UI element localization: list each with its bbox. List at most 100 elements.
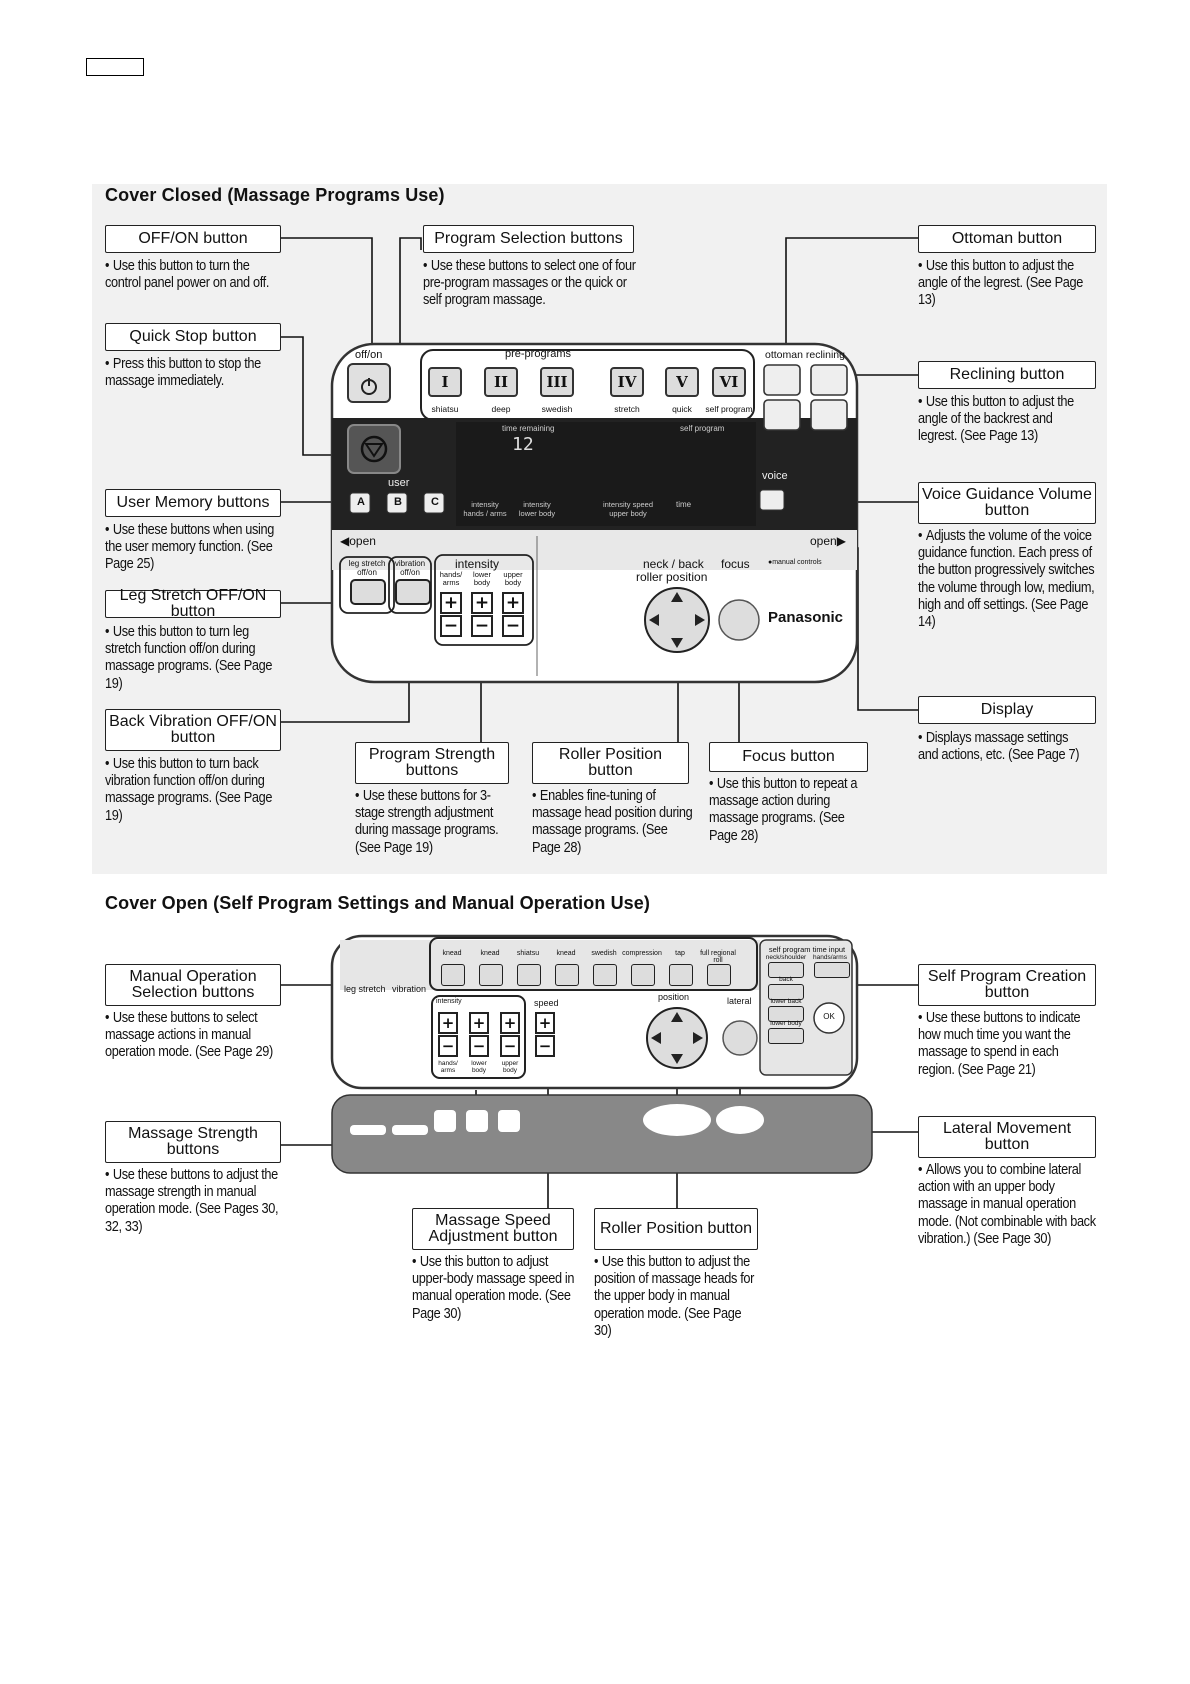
program-button-4[interactable]: IV bbox=[610, 367, 644, 397]
ottoman-description-text: Use this button to adjust the angle of t… bbox=[918, 258, 1084, 309]
manual-action-button-2[interactable] bbox=[479, 964, 503, 986]
strength-1-up-button[interactable]: + bbox=[438, 1012, 458, 1034]
bullet: • bbox=[105, 756, 110, 772]
leg-stretch-panel-label: leg stretch off/on bbox=[348, 559, 386, 577]
program-button-6[interactable]: VI bbox=[712, 367, 746, 397]
lateral-callout-label: Lateral Movement button bbox=[918, 1116, 1096, 1158]
speed-callout-label: Massage Speed Adjustment button bbox=[412, 1208, 574, 1250]
intensity-sublabel-hands_arms: hands/ arms bbox=[439, 570, 463, 587]
time-value: 12 bbox=[512, 434, 534, 455]
legstretch-callout-label: Leg Stretch OFF/ON button bbox=[105, 588, 281, 620]
leg-stretch-open-label: leg stretch bbox=[344, 984, 386, 994]
manualop-callout-label: Manual Operation Selection buttons bbox=[105, 964, 281, 1006]
manual-action-label-7: tap bbox=[675, 950, 685, 957]
reclining-description-text: Use this button to adjust the angle of t… bbox=[918, 394, 1074, 445]
focus-callout-description: •Use this button to repeat a massage act… bbox=[709, 776, 874, 845]
manual-action-button-1[interactable] bbox=[441, 964, 465, 986]
bullet: • bbox=[105, 522, 110, 538]
display-description-text: Displays massage settings and actions, e… bbox=[918, 730, 1080, 764]
self-program-label: self program bbox=[680, 424, 725, 433]
position-open-label: position bbox=[658, 992, 690, 1002]
ottoman-callout-description: •Use this button to adjust the angle of … bbox=[918, 258, 1088, 310]
intensity-panel-label: intensity bbox=[455, 557, 500, 571]
program-button-2[interactable]: II bbox=[484, 367, 518, 397]
bullet: • bbox=[105, 1167, 110, 1183]
intensity-down-lower_body-button[interactable]: − bbox=[471, 615, 493, 637]
cover-open-title: Cover Open (Self Program Settings and Ma… bbox=[105, 893, 650, 913]
strength-3-down-button[interactable]: − bbox=[500, 1035, 520, 1057]
strength-3-up-button[interactable]: + bbox=[500, 1012, 520, 1034]
selfprog-callout-description: •Use these buttons to indicate how much … bbox=[918, 1010, 1098, 1079]
intensity-up-hands_arms-button[interactable]: + bbox=[440, 592, 462, 614]
bullet: • bbox=[412, 1254, 417, 1270]
focus-callout-label: Focus button bbox=[709, 742, 868, 772]
self-program-label-lower_back: lower back bbox=[770, 998, 802, 1005]
program-callout-description: •Use these buttons to select one of four… bbox=[423, 258, 643, 310]
manual-action-button-6[interactable] bbox=[631, 964, 655, 986]
bullet: • bbox=[105, 624, 110, 640]
offon-description-text: Use this button to turn the control pane… bbox=[105, 258, 270, 292]
self-program-region-button-hands[interactable] bbox=[814, 962, 850, 978]
program-name-1: shiatsu bbox=[431, 404, 459, 414]
program-button-5[interactable]: V bbox=[665, 367, 699, 397]
lateral-description-text: Allows you to combine lateral action wit… bbox=[918, 1162, 1096, 1247]
legstretch-callout-description: •Use this button to turn leg stretch fun… bbox=[105, 624, 285, 693]
self-program-label-back: back bbox=[779, 976, 793, 983]
user-b-label: B bbox=[394, 496, 402, 508]
speed-open-label: speed bbox=[534, 998, 559, 1008]
backvib-callout-description: •Use this button to turn back vibration … bbox=[105, 756, 285, 825]
intensity-open-label: intensity bbox=[436, 998, 462, 1005]
roller-description-text: Enables fine-tuning of massage head posi… bbox=[532, 788, 693, 856]
intensity-up-upper_body-button[interactable]: + bbox=[502, 592, 524, 614]
brand-logo: Panasonic bbox=[768, 609, 844, 626]
manual-action-button-7[interactable] bbox=[669, 964, 693, 986]
program-name-5: quick bbox=[672, 404, 692, 414]
program-button-3[interactable]: III bbox=[540, 367, 574, 397]
program-name-3: swedish bbox=[541, 404, 573, 414]
roller2-description-text: Use this button to adjust the position o… bbox=[594, 1254, 755, 1339]
legstretch-description-text: Use this button to turn leg stretch func… bbox=[105, 624, 273, 692]
self-program-time-input-label: self program time input bbox=[768, 945, 846, 954]
strength-2-up-button[interactable]: + bbox=[469, 1012, 489, 1034]
massagestrength-callout-label: Massage Strength buttons bbox=[105, 1121, 281, 1163]
display-callout-label: Display bbox=[918, 696, 1096, 724]
intensity-hands-label: intensity hands / arms bbox=[463, 500, 507, 518]
speed-down-button[interactable]: − bbox=[535, 1035, 555, 1057]
intensity-down-hands_arms-button[interactable]: − bbox=[440, 615, 462, 637]
self-program-region-button-4[interactable] bbox=[768, 1028, 804, 1044]
manual-action-button-3[interactable] bbox=[517, 964, 541, 986]
focus-label: focus bbox=[721, 557, 750, 571]
quickstop-callout-description: •Press this button to stop the massage i… bbox=[105, 356, 285, 390]
intensity-down-upper_body-button[interactable]: − bbox=[502, 615, 524, 637]
manual-action-label-1: knead bbox=[442, 950, 462, 957]
manual-action-label-4: knead bbox=[556, 950, 576, 957]
program-button-1[interactable]: I bbox=[428, 367, 462, 397]
manual-action-button-4[interactable] bbox=[555, 964, 579, 986]
roller2-callout-label: Roller Position button bbox=[594, 1208, 758, 1250]
bullet: • bbox=[105, 356, 110, 372]
cover-closed-title: Cover Closed (Massage Programs Use) bbox=[105, 185, 445, 205]
backvib-callout-label: Back Vibration OFF/ON button bbox=[105, 709, 281, 751]
self-program-region-button-1[interactable] bbox=[768, 962, 804, 978]
roller-pad-open[interactable] bbox=[646, 1007, 708, 1069]
bullet: • bbox=[594, 1254, 599, 1270]
usermemory-callout-label: User Memory buttons bbox=[105, 489, 281, 517]
manual-action-button-5[interactable] bbox=[593, 964, 617, 986]
strength-sublabel-3: upper body bbox=[501, 1060, 519, 1074]
self-program-region-button-3[interactable] bbox=[768, 1006, 804, 1022]
open-left-label[interactable]: ◀open bbox=[340, 534, 376, 548]
lateral-button[interactable] bbox=[722, 1020, 758, 1056]
strength-2-down-button[interactable]: − bbox=[469, 1035, 489, 1057]
intensity-up-lower_body-button[interactable]: + bbox=[471, 592, 493, 614]
self-program-region-button-2[interactable] bbox=[768, 984, 804, 1000]
speed-up-button[interactable]: + bbox=[535, 1012, 555, 1034]
manual-action-label-5: swedish bbox=[591, 950, 617, 957]
strength-1-down-button[interactable]: − bbox=[438, 1035, 458, 1057]
open-right-label[interactable]: open▶ bbox=[810, 534, 846, 548]
voice-callout-description: •Adjusts the volume of the voice guidanc… bbox=[918, 528, 1098, 631]
manual-action-button-8[interactable] bbox=[707, 964, 731, 986]
quickstop-callout-label: Quick Stop button bbox=[105, 323, 281, 351]
intensity-sublabel-upper_body: upper body bbox=[503, 570, 523, 587]
roller-callout-description: •Enables fine-tuning of massage head pos… bbox=[532, 788, 697, 857]
focus-description-text: Use this button to repeat a massage acti… bbox=[709, 776, 858, 844]
